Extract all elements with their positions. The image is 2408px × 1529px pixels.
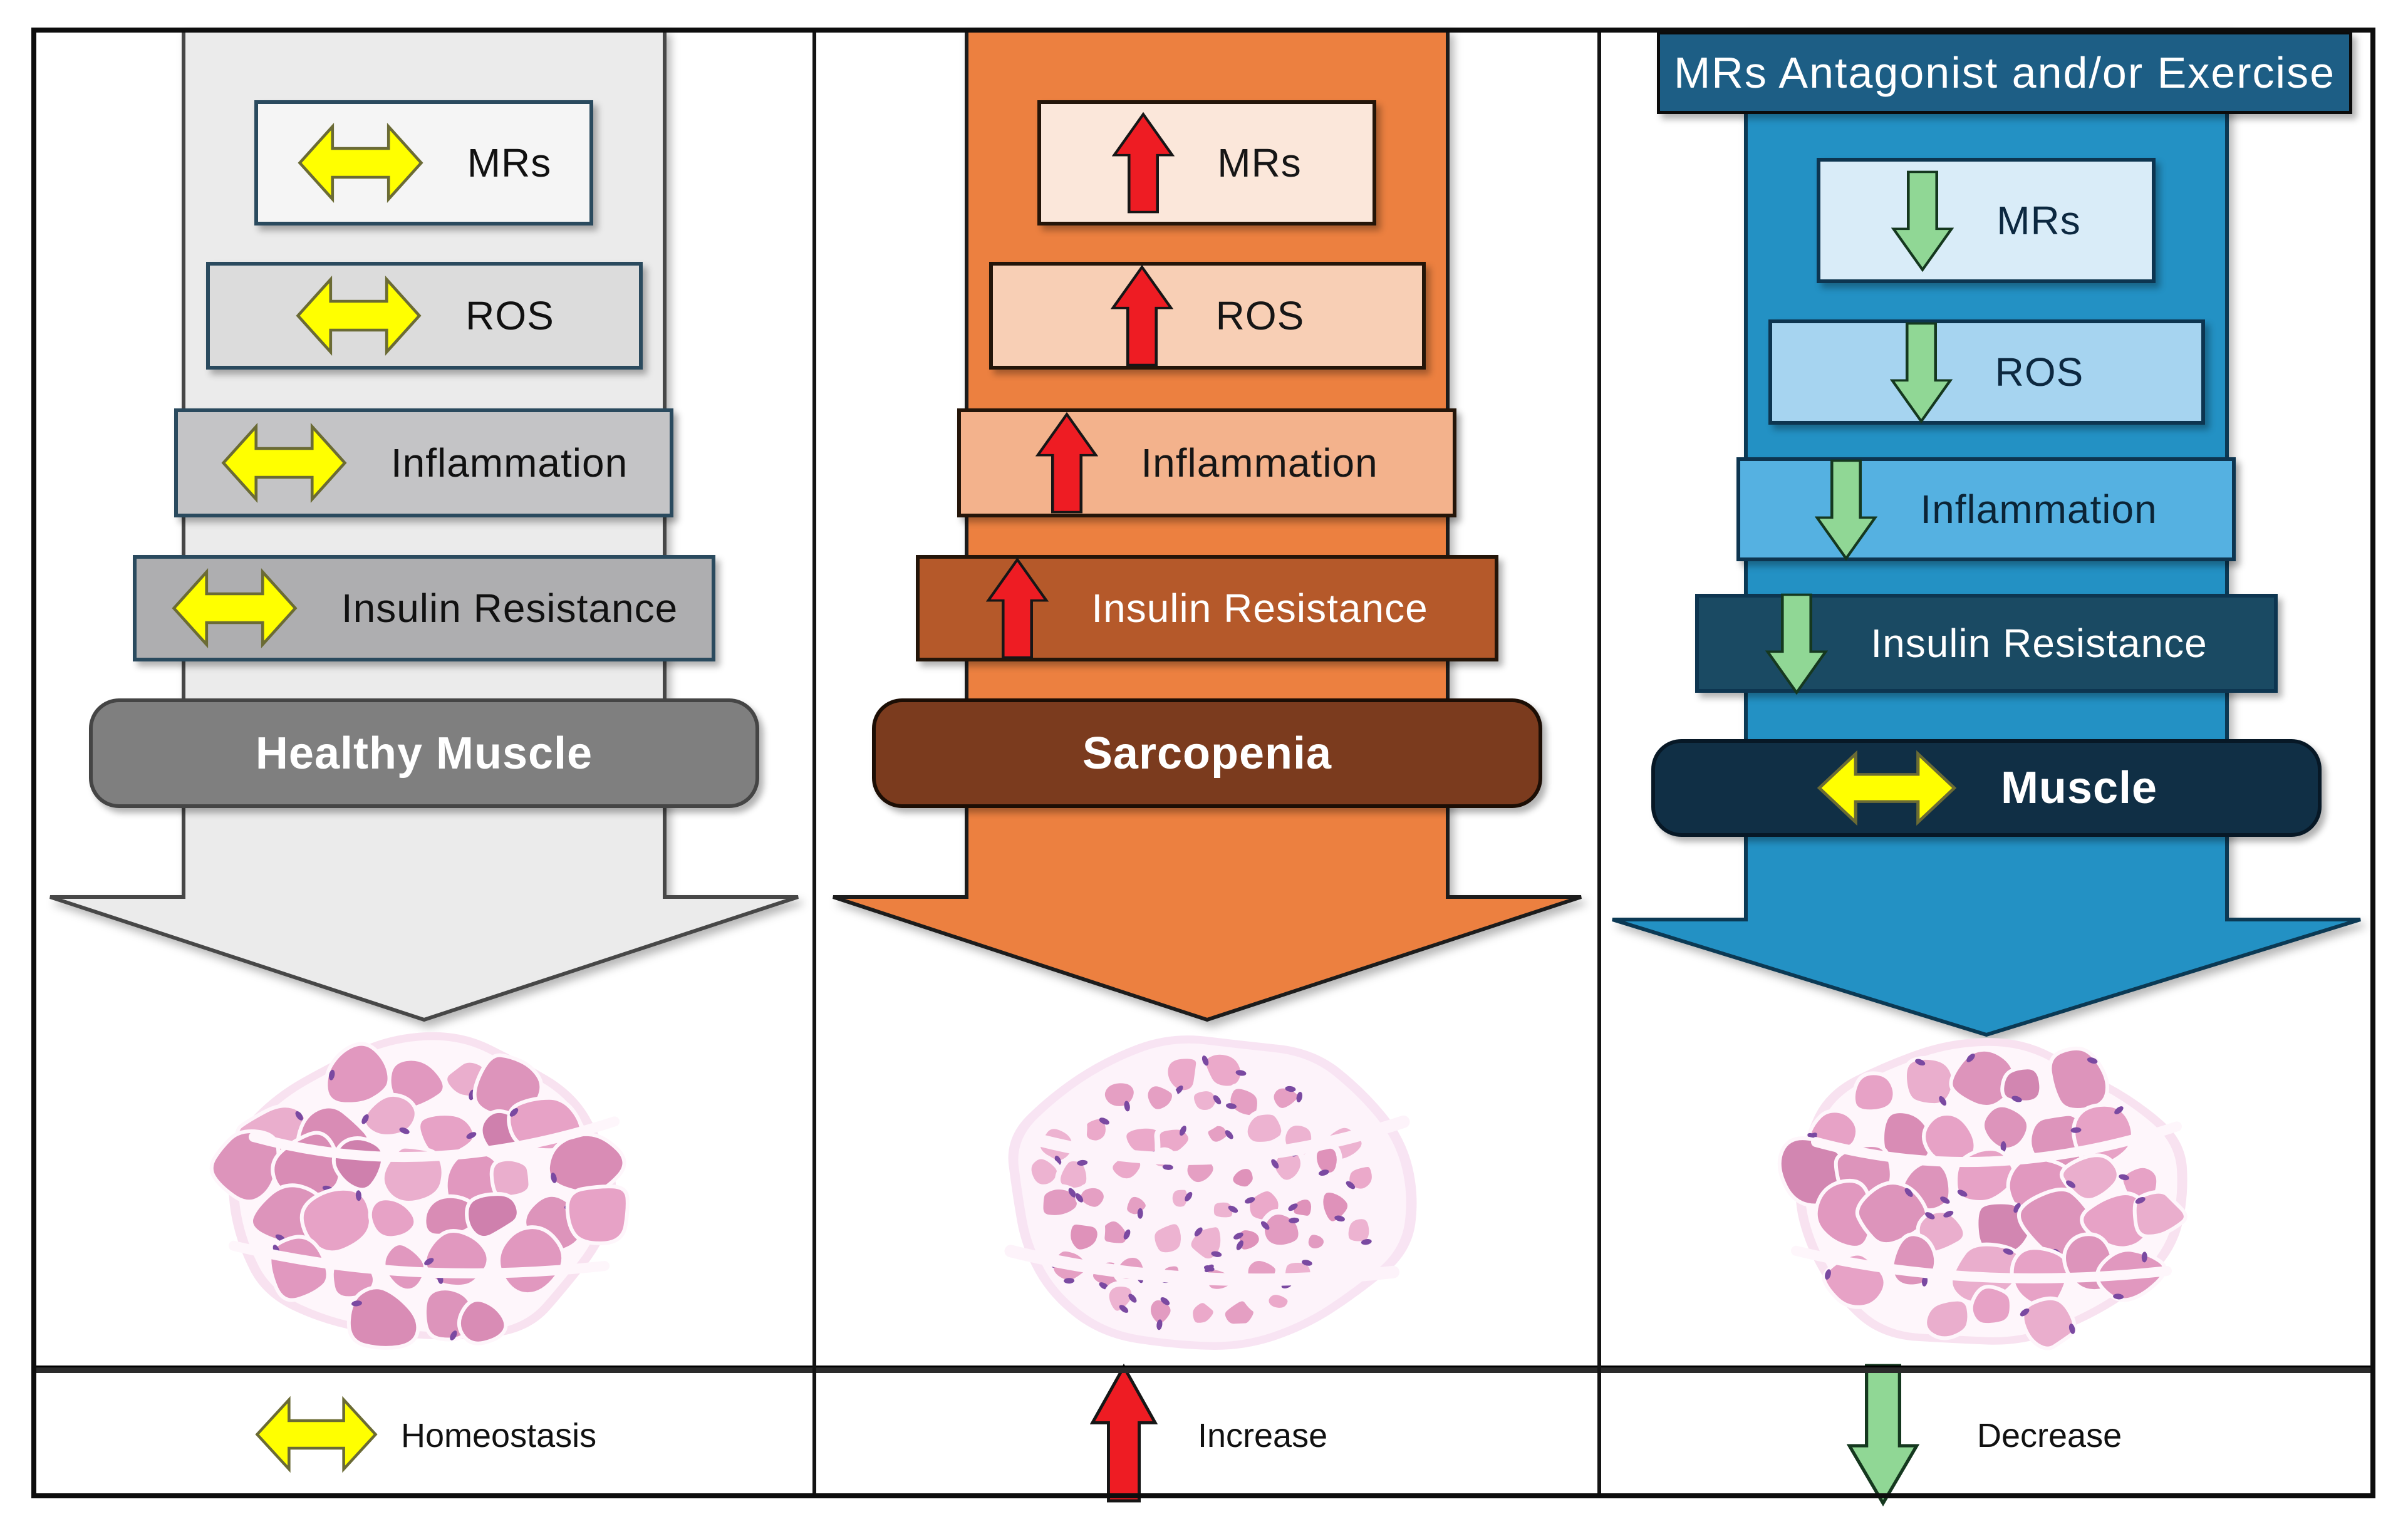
box-mrs-healthy: MRs [254,100,593,225]
outcome-label: Muscle [2000,763,2158,813]
recovered-muscle-histology-image [1777,1038,2187,1350]
box-mrs-sarcopenia: MRs [1037,100,1376,225]
box-label: Inflammation [1920,487,2157,532]
homeostasis-arrow-icon [254,1393,379,1476]
healthy-muscle-histology-image [209,1032,630,1350]
outcome-muscle: Muscle [1651,739,2322,837]
box-ros-healthy: ROS [206,262,643,370]
homeostasis-arrow-icon [296,120,425,206]
column-divider [812,28,816,1498]
box-label: MRs [1217,140,1302,185]
box-label: ROS [465,293,554,338]
legend-separator-line [31,1366,2375,1373]
decrease-arrow-icon [1891,169,1954,272]
box-insulin-resistance-healthy: Insulin Resistance [133,555,715,661]
homeostasis-arrow-icon [220,420,348,506]
decrease-arrow-icon [1847,1362,1919,1507]
increase-arrow-icon [1112,111,1175,215]
homeostasis-arrow-icon [170,565,299,651]
box-ros-intervention: ROS [1768,319,2205,425]
outcome-sarcopenia: Sarcopenia [872,698,1542,808]
box-label: ROS [1215,293,1305,338]
legend-label-decrease: Decrease [1977,1417,2122,1454]
header-label: MRs Antagonist and/or Exercise [1673,48,2336,97]
box-insulin-resistance-sarcopenia: Insulin Resistance [916,555,1498,661]
decrease-arrow-icon [1815,458,1877,561]
outcome-healthy-muscle: Healthy Muscle [89,698,759,808]
box-label: ROS [1995,350,2084,395]
increase-arrow-icon [1090,1363,1158,1505]
box-inflammation-healthy: Inflammation [174,408,673,517]
box-insulin-resistance-intervention: Insulin Resistance [1695,594,2278,693]
decrease-arrow-icon [1890,321,1953,424]
outcome-label: Healthy Muscle [255,728,593,779]
increase-arrow-icon [1035,412,1098,515]
box-label: MRs [467,140,552,185]
outcome-label: Sarcopenia [1082,728,1332,779]
column-divider [1597,28,1601,1498]
increase-arrow-icon [986,557,1049,660]
sarcopenic-muscle-histology-image [1004,1035,1417,1350]
legend-label-increase: Increase [1198,1417,1328,1454]
box-inflammation-sarcopenia: Inflammation [957,408,1456,517]
legend-label-homeostasis: Homeostasis [401,1417,597,1454]
homeostasis-arrow-icon [1815,747,1958,829]
increase-arrow-icon [1111,264,1173,368]
box-inflammation-intervention: Inflammation [1736,457,2236,561]
box-label: Inflammation [390,440,628,485]
box-mrs-intervention: MRs [1817,158,2156,283]
box-ros-sarcopenia: ROS [989,262,1426,370]
box-label: Insulin Resistance [1091,586,1428,631]
box-label: Insulin Resistance [341,586,678,631]
intervention-header: MRs Antagonist and/or Exercise [1657,31,2352,114]
homeostasis-arrow-icon [294,272,423,359]
decrease-arrow-icon [1765,592,1828,695]
box-label: Insulin Resistance [1871,621,2208,666]
box-label: MRs [1996,198,2081,243]
box-label: Inflammation [1141,440,1378,485]
